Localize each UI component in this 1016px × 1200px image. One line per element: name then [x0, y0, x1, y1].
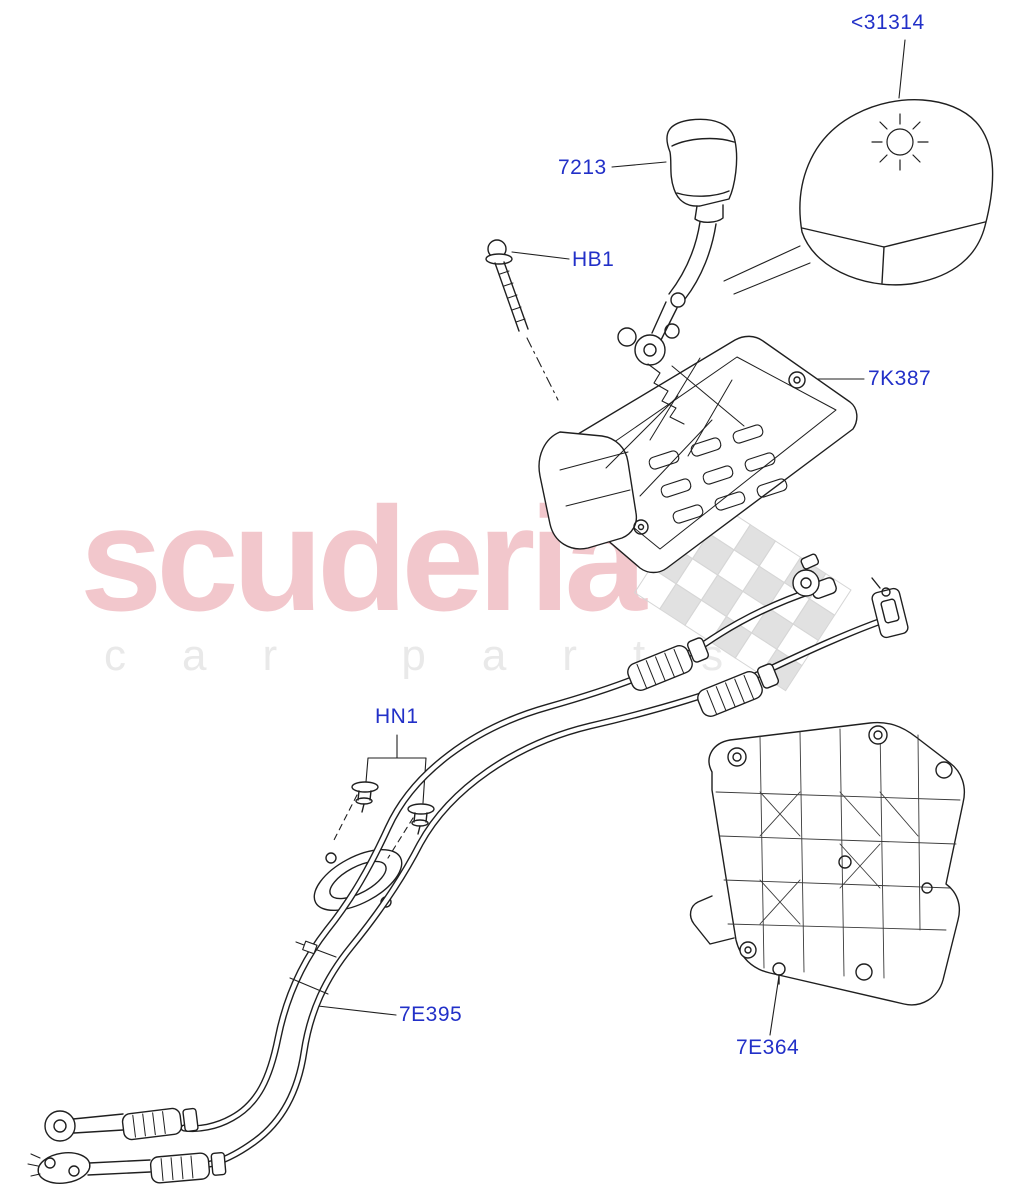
- cable-ferrules: [121, 637, 780, 1184]
- shifter-assembly-part: [538, 301, 858, 574]
- shift-lever-part: [668, 221, 717, 308]
- part-label-mounting-bracket: 7E364: [736, 1036, 800, 1059]
- part-label-cable-clips: HN1: [375, 705, 419, 728]
- watermark-subtitle: car parts: [104, 631, 780, 680]
- part-label-cover: <31314: [851, 11, 925, 34]
- part-label-bolt: HB1: [572, 248, 615, 271]
- knob-cover-part: [799, 99, 994, 286]
- sun-symbol-icon: [871, 113, 929, 171]
- leader-lines: [317, 39, 906, 1036]
- part-label-shifter-assembly: 7K387: [868, 367, 932, 390]
- cable-lower-ends: [27, 1110, 151, 1184]
- cable-clip-parts: [332, 781, 435, 859]
- gear-knob-part: [666, 118, 738, 223]
- part-label-shift-cables: 7E395: [399, 1003, 463, 1026]
- bolt-part: [485, 239, 559, 401]
- cable-end-eyelet: [792, 553, 837, 599]
- mounting-bracket-part: [689, 721, 966, 1006]
- part-label-knob: 7213: [558, 156, 607, 179]
- cable-end-connector: [871, 577, 909, 639]
